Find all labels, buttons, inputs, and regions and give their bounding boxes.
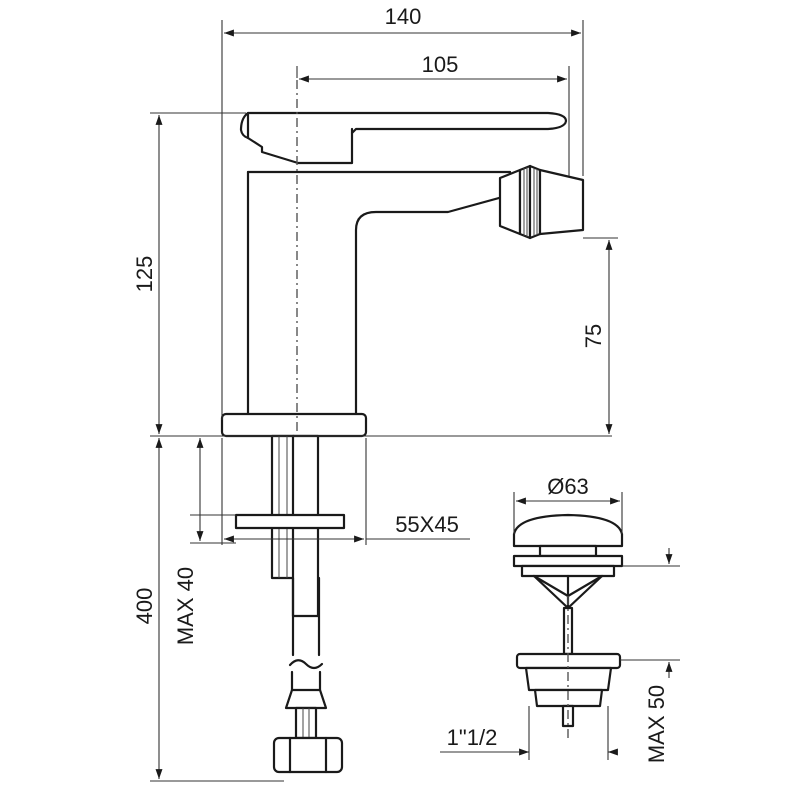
nozzle (498, 164, 585, 240)
washer (234, 513, 346, 530)
label-body-height: 125 (132, 256, 157, 293)
flex-hose (291, 576, 321, 657)
hex-nut (272, 736, 344, 774)
label-tail-length: 400 (132, 588, 157, 625)
label-washer-size: 55X45 (395, 512, 459, 537)
waste-drain (512, 513, 624, 740)
label-nozzle-height: 75 (581, 324, 606, 348)
dimension-lines (150, 20, 680, 782)
faucet-body (220, 80, 585, 500)
label-waste-diameter: Ø63 (547, 474, 589, 499)
waste-flange (512, 554, 624, 568)
faucet-column (246, 170, 512, 416)
waste-cap (512, 513, 624, 548)
dimension-labels: 140 105 125 75 400 MAX 40 55X45 Ø63 1"1/… (132, 4, 669, 763)
label-waste-thread: 1"1/2 (447, 725, 498, 750)
base-plate (220, 412, 368, 438)
label-overall-width: 140 (385, 4, 422, 29)
label-spout-reach: 105 (422, 52, 459, 77)
label-max-waste-thickness: MAX 50 (644, 685, 669, 763)
label-max-deck-thickness: MAX 40 (173, 567, 198, 645)
lever-handle (239, 111, 568, 165)
mounting-hardware (234, 434, 346, 774)
